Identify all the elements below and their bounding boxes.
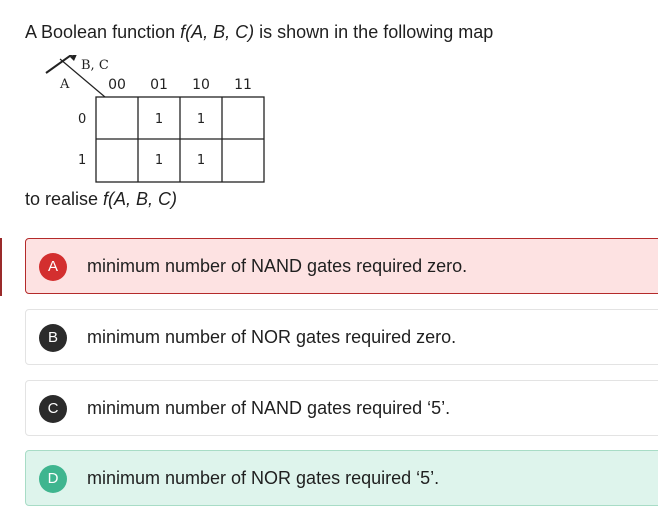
kmap-cell: 1: [154, 153, 164, 168]
realise-prefix: to realise: [25, 189, 104, 209]
kmap-col-header: 11: [234, 77, 252, 93]
kmap-grid-lines: [45, 55, 265, 183]
kmap-cell: 1: [154, 112, 164, 127]
option-d-badge: D: [39, 465, 67, 493]
kmap-diagonal-line: [59, 58, 106, 98]
option-c[interactable]: C minimum number of NAND gates required …: [25, 380, 658, 436]
option-a-badge: A: [39, 253, 67, 281]
question-prefix: A Boolean function: [25, 22, 181, 42]
kmap-label-bc: B, C: [81, 58, 109, 73]
kmap-arrow-head: [70, 55, 77, 61]
option-b[interactable]: B minimum number of NOR gates required z…: [25, 309, 658, 365]
question-suffix: is shown in the following map: [254, 22, 494, 42]
kmap-col-header: 10: [192, 77, 210, 93]
kmap-label-a: A: [60, 77, 70, 92]
option-d[interactable]: D minimum number of NOR gates required ‘…: [25, 450, 658, 506]
kmap-col-header: 01: [150, 77, 168, 93]
realise-text: to realise f(A, B, C): [25, 187, 177, 211]
kmap-row-header: 1: [78, 153, 87, 168]
kmap-arrow-line: [45, 55, 73, 74]
option-b-text: minimum number of NOR gates required zer…: [87, 327, 457, 347]
kmap-row-header: 0: [78, 112, 87, 127]
realise-function: f(A, B, C): [103, 189, 178, 209]
selected-edge-marker: [0, 238, 2, 296]
karnaugh-map: B, C A 00 01 10 11 0 1 1 1 1 1: [44, 55, 274, 185]
question-function: f(A, B, C): [180, 22, 255, 42]
option-c-badge: C: [39, 395, 67, 423]
option-b-badge: B: [39, 324, 67, 352]
kmap-cell: 1: [196, 112, 206, 127]
kmap-col-header: 00: [108, 77, 126, 93]
question-text: A Boolean function f(A, B, C) is shown i…: [25, 20, 493, 44]
option-d-text: minimum number of NOR gates required ‘5’…: [87, 468, 440, 488]
option-a-text: minimum number of NAND gates required ze…: [87, 256, 468, 276]
kmap-cell: 1: [196, 153, 206, 168]
option-c-text: minimum number of NAND gates required ‘5…: [87, 398, 451, 418]
option-a[interactable]: A minimum number of NAND gates required …: [25, 238, 658, 294]
